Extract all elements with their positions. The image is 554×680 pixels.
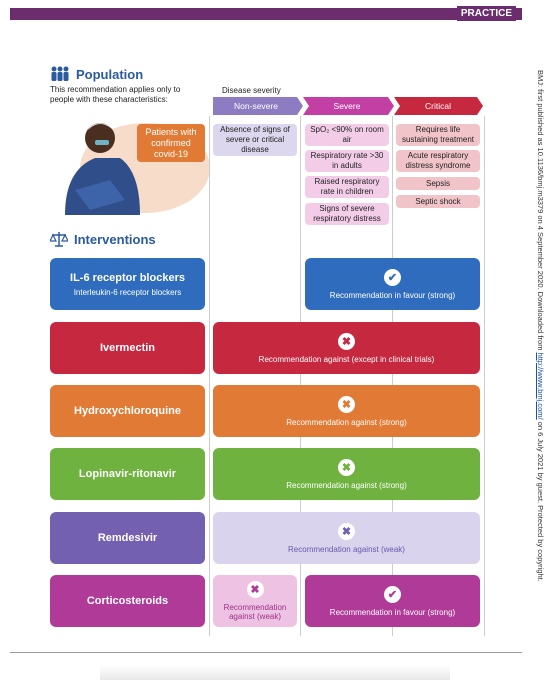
cross-icon: ✖ <box>246 581 264 598</box>
recommendation-box: ✖ Recommendation against (strong) <box>213 385 480 437</box>
check-icon: ✔ <box>384 585 401 603</box>
recommendation-text: Recommendation against (strong) <box>286 480 407 490</box>
recommendation-text: Recommendation in favour (strong) <box>329 290 456 300</box>
drug-name: Hydroxychloroquine <box>74 405 181 417</box>
divider <box>209 116 210 636</box>
population-intro: This recommendation applies only to peop… <box>50 85 181 104</box>
drug-subtitle: Interleukin-6 receptor blockers <box>73 287 182 297</box>
recommendation-box: ✖ Recommendation against (weak) <box>213 575 297 627</box>
severity-arrows <box>213 97 483 115</box>
recommendation-text: Recommendation against (weak) <box>288 544 405 554</box>
severity-critical: Critical <box>425 101 451 111</box>
side-note-text-end: on 6 July 2021 by guest. Protected by co… <box>536 419 545 582</box>
criterion-severe: Raised respiratory rate in children <box>305 176 389 198</box>
drug-name: IL-6 receptor blockers <box>70 271 185 284</box>
criterion-severe: Respiratory rate >30 in adults <box>305 150 389 172</box>
severity-non-severe: Non-severe <box>234 101 278 111</box>
drug-name: Ivermectin <box>99 342 156 354</box>
severity-label: Disease severity <box>222 86 281 95</box>
scales-icon <box>50 232 68 247</box>
population-header: Population <box>50 66 143 82</box>
cross-icon: ✖ <box>338 522 355 540</box>
divider <box>300 116 301 636</box>
recommendation-box: ✖ Recommendation against (weak) <box>213 512 480 564</box>
recommendation-box: ✔ Recommendation in favour (strong) <box>305 575 480 627</box>
criterion-critical: Acute respiratory distress syndrome <box>396 150 480 172</box>
people-icon <box>51 66 69 81</box>
page-shadow <box>100 665 450 680</box>
drug-ivermectin: Ivermectin <box>50 322 205 374</box>
criterion-critical: Sepsis <box>396 177 480 190</box>
drug-name: Lopinavir-ritonavir <box>78 468 177 480</box>
drug-hydroxychloroquine: Hydroxychloroquine <box>50 385 205 437</box>
criterion-severe: SpO₂ <90% on room air <box>305 124 389 146</box>
side-note: BMJ: first published as 10.1136/bmj.m337… <box>536 70 545 670</box>
criterion-non-severe: Absence of signs of severe or critical d… <box>213 124 297 156</box>
check-icon: ✔ <box>384 268 401 286</box>
drug-lopinavir-ritonavir: Lopinavir-ritonavir <box>50 448 205 500</box>
divider <box>484 116 485 636</box>
recommendation-box: ✔ Recommendation in favour (strong) <box>305 258 480 310</box>
interventions-header: Interventions <box>50 231 156 247</box>
cross-icon: ✖ <box>338 332 355 350</box>
cross-icon: ✖ <box>338 395 355 413</box>
cross-icon: ✖ <box>338 458 355 476</box>
drug-name: Corticosteroids <box>86 595 169 607</box>
recommendation-text: Recommendation against (strong) <box>286 417 407 427</box>
side-note-link[interactable]: http://www.bmj.com/ <box>536 352 545 420</box>
recommendation-text: Recommendation against (except in clinic… <box>258 354 435 364</box>
criterion-critical: Septic shock <box>396 195 480 208</box>
criterion-severe: Signs of severe respiratory distress <box>305 203 389 225</box>
recommendation-text: Recommendation against (weak) <box>223 603 287 621</box>
patient-label: Patients with confirmed covid-19 <box>137 124 205 162</box>
severity-severe: Severe <box>333 101 361 111</box>
drug-remdesivir: Remdesivir <box>50 512 205 564</box>
recommendation-box: ✖ Recommendation against (strong) <box>213 448 480 500</box>
population-title: Population <box>76 66 144 82</box>
section-label: PRACTICE <box>456 6 516 21</box>
drug-name: Remdesivir <box>97 532 158 544</box>
side-note-text: BMJ: first published as 10.1136/bmj.m337… <box>536 70 545 353</box>
interventions-title: Interventions <box>74 231 156 247</box>
recommendation-box: ✖ Recommendation against (except in clini… <box>213 322 480 374</box>
recommendation-text: Recommendation in favour (strong) <box>329 607 456 617</box>
header-bar <box>10 8 522 20</box>
drug-corticosteroids: Corticosteroids <box>50 575 205 627</box>
divider <box>392 116 393 636</box>
criterion-critical: Requires life sustaining treatment <box>396 124 480 146</box>
footer-rule <box>10 652 522 653</box>
